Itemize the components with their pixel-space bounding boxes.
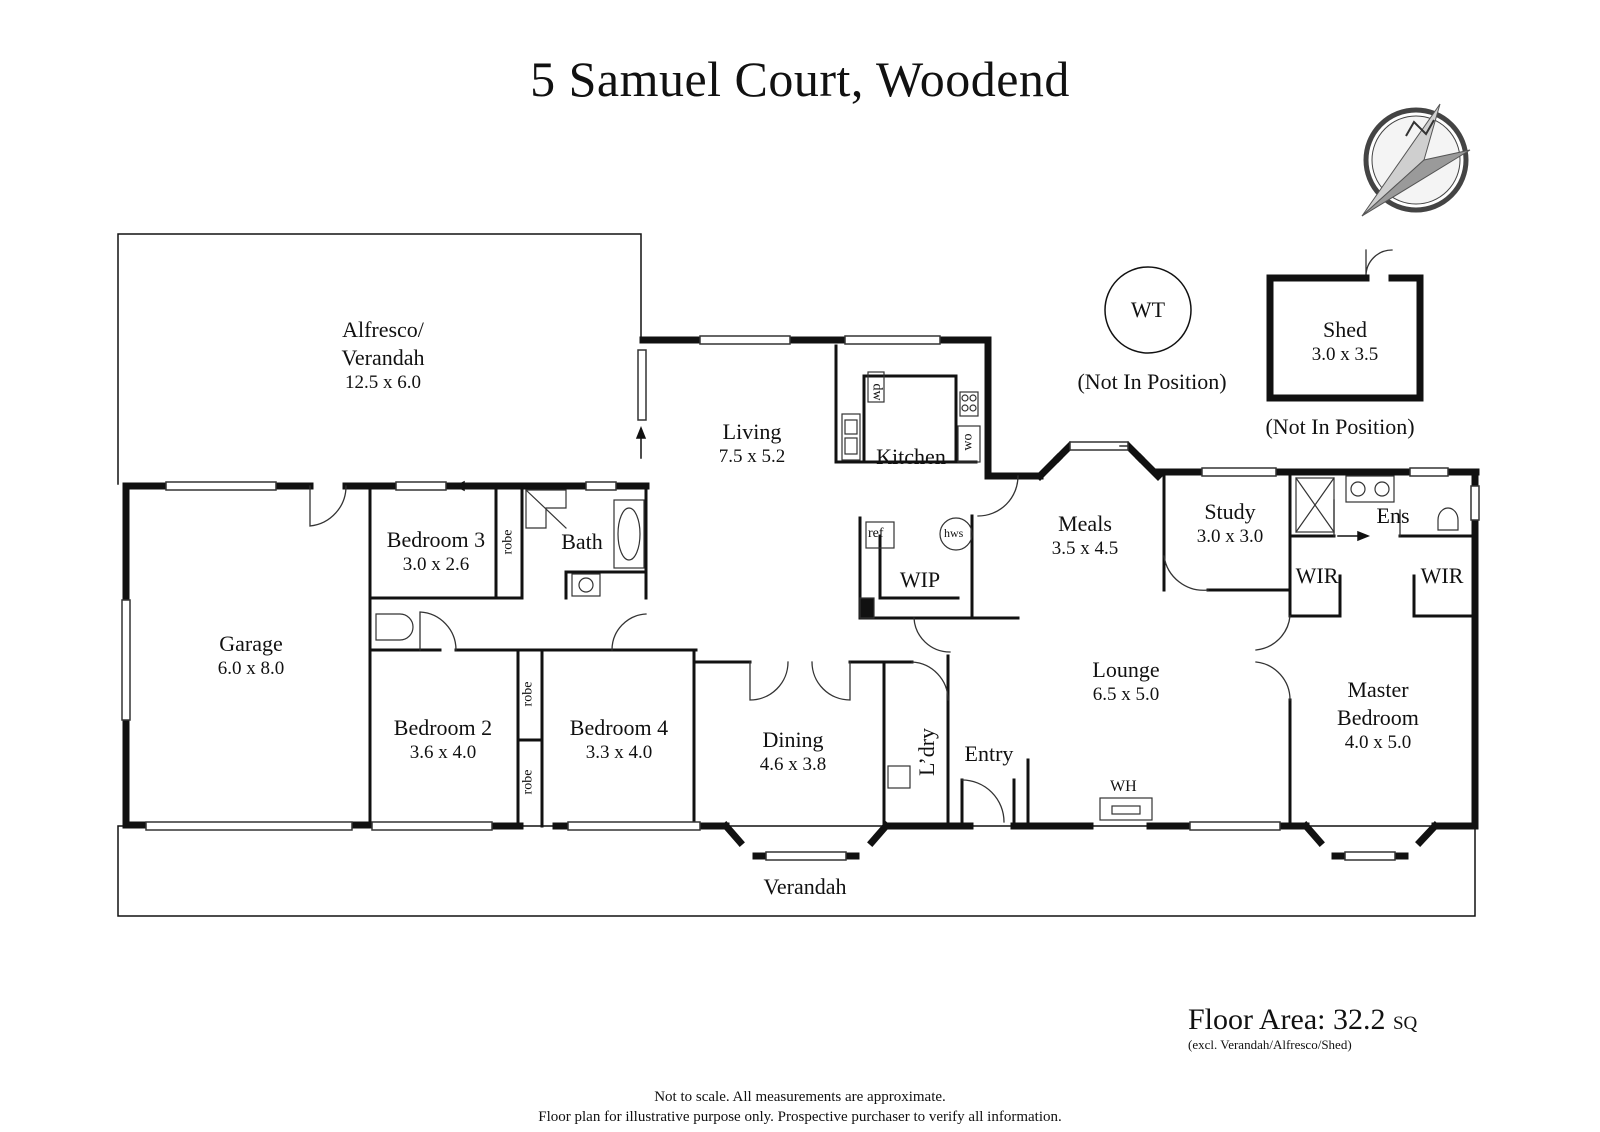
fridge-label: ref <box>868 526 884 541</box>
room-alfresco: Alfresco/ Verandah 12.5 x 6.0 <box>341 317 425 393</box>
room-bath: Bath <box>561 529 603 554</box>
wall-oven-label: wo <box>960 433 976 451</box>
floor-area: Floor Area: 32.2 SQ <box>1188 1003 1418 1036</box>
room-garage: Garage 6.0 x 8.0 <box>217 631 285 679</box>
room-lounge: Lounge 6.5 x 5.0 <box>1092 657 1160 705</box>
room-ens: Ens <box>1376 503 1410 528</box>
room-shed: Shed 3.0 x 3.5 <box>1311 317 1379 365</box>
room-bedroom-2: Bedroom 2 3.6 x 4.0 <box>393 715 493 763</box>
room-wip: WIP <box>899 567 941 592</box>
room-wir-left: WIR <box>1295 563 1339 588</box>
room-wir-right: WIR <box>1420 563 1464 588</box>
room-master-bedroom: Master Bedroom 4.0 x 5.0 <box>1337 677 1419 753</box>
room-laundry: L’dry <box>914 727 939 777</box>
floor-area-block: Floor Area: 32.2 SQ (excl. Verandah/Alfr… <box>1188 1003 1417 1053</box>
verandah-outline <box>117 825 1476 917</box>
dishwasher-label: dw <box>869 383 885 401</box>
water-tank-label: WT <box>1130 297 1166 322</box>
room-entry: Entry <box>964 741 1014 766</box>
room-bedroom-4: Bedroom 4 3.3 x 4.0 <box>569 715 669 763</box>
room-bedroom-3: Bedroom 3 3.0 x 2.6 <box>386 527 486 575</box>
compass-icon <box>1361 103 1471 217</box>
robe-label-bedroom3: robe <box>500 529 516 555</box>
water-tank <box>1104 266 1192 354</box>
room-dining: Dining 4.6 x 3.8 <box>759 727 827 775</box>
wood-heater-label: WH <box>1110 778 1137 795</box>
water-tank-note: (Not In Position) <box>1077 369 1227 394</box>
robe-label-bedroom2-top: robe <box>520 681 536 707</box>
shed-note: (Not In Position) <box>1265 414 1415 439</box>
room-verandah: Verandah <box>763 874 847 899</box>
room-kitchen: Kitchen <box>876 444 946 469</box>
disclaimer: Not to scale. All measurements are appro… <box>538 1089 1062 1125</box>
room-living: Living 7.5 x 5.2 <box>718 419 786 467</box>
robe-label-bedroom2-bottom: robe <box>520 769 536 795</box>
floor-area-note: (excl. Verandah/Alfresco/Shed) <box>1188 1037 1352 1052</box>
alfresco-outline <box>117 233 642 485</box>
room-meals: Meals 3.5 x 4.5 <box>1051 511 1119 559</box>
hot-water-label: hws <box>944 526 964 540</box>
room-study: Study 3.0 x 3.0 <box>1196 499 1264 547</box>
page-title: 5 Samuel Court, Woodend <box>530 51 1070 107</box>
